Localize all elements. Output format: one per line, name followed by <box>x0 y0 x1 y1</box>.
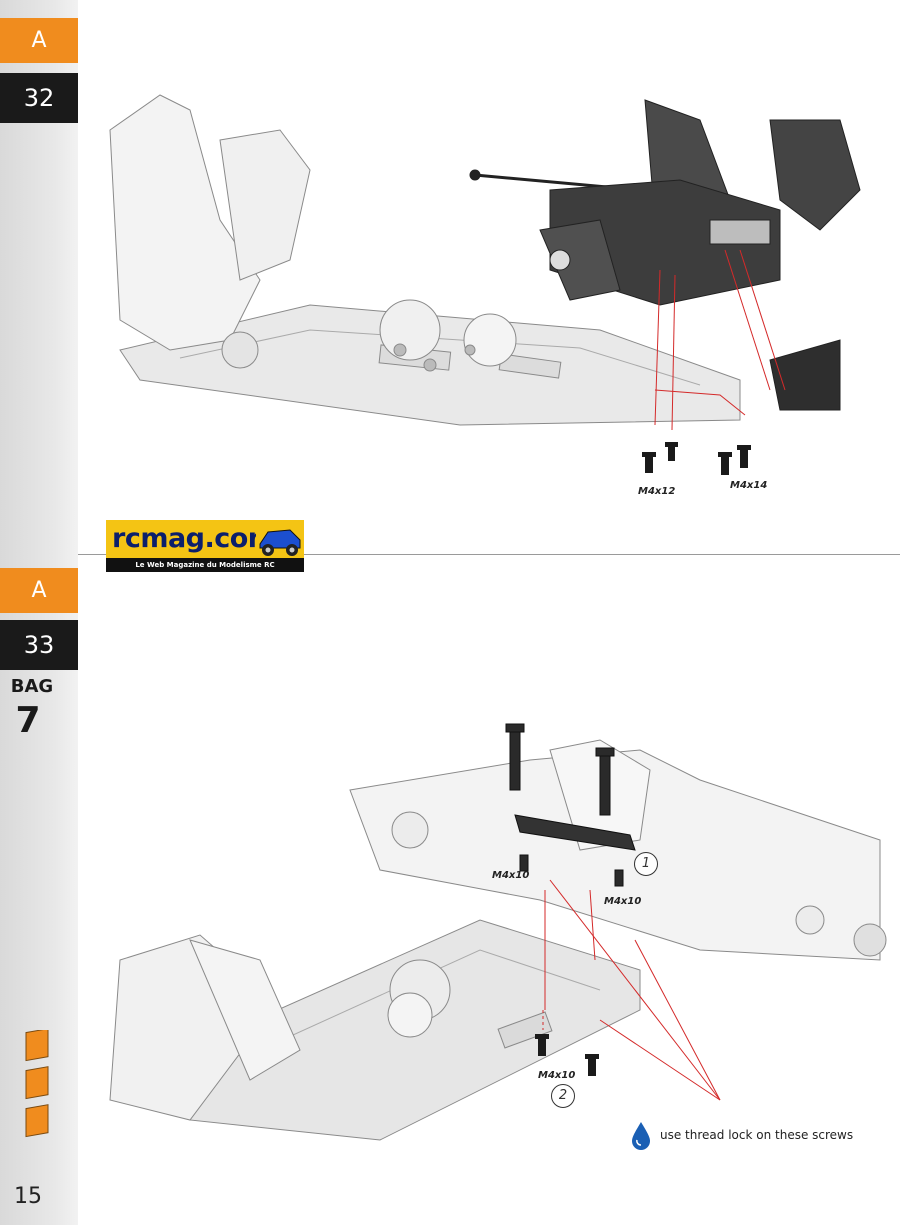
step32-illustration <box>109 94 861 475</box>
step-section-letter: A <box>0 18 78 63</box>
callout-number: 1 <box>634 852 658 876</box>
rcmag-logo: rcmag.com Le Web Magazine du Modelisme R… <box>106 520 304 576</box>
logo-tagline: Le Web Magazine du Modelisme RC <box>106 558 304 572</box>
step33-illustration <box>109 723 887 1141</box>
page-number: 15 <box>14 1184 42 1209</box>
screw-size-label: M4x10 <box>604 896 642 907</box>
brand-logo-icon <box>25 1030 49 1138</box>
screw-size-label: M4x10 <box>538 1070 576 1081</box>
step-number: 33 <box>0 620 78 670</box>
thread-lock-note: use thread lock on these screws <box>660 1128 854 1142</box>
rc-car-icon <box>256 520 304 558</box>
bag-number: 7 <box>15 700 41 741</box>
screw-size-label: M4x14 <box>730 480 768 491</box>
callout-number: 2 <box>551 1084 575 1108</box>
screw-size-label: M4x10 <box>492 870 530 881</box>
step-number: 32 <box>0 73 78 123</box>
logo-wordmark: rcmag.com <box>106 520 276 558</box>
screw-size-label: M4x12 <box>638 486 676 497</box>
section-divider <box>78 554 900 555</box>
thread-lock-drop-icon <box>632 1122 650 1150</box>
bag-label: BAG <box>10 676 54 697</box>
step-section-letter: A <box>0 568 78 613</box>
